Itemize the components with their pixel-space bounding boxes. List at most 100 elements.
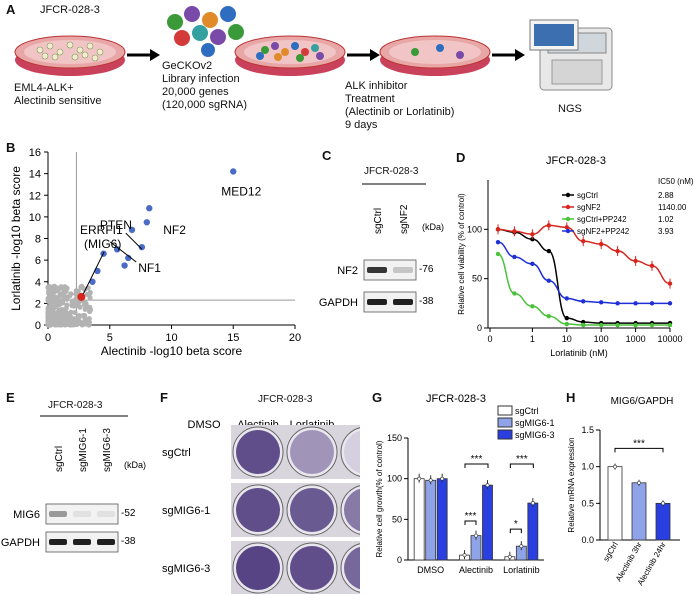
data-point (495, 251, 501, 257)
x-tick-label: 10000 (657, 334, 682, 344)
legend-marker (565, 192, 571, 198)
panel-letter-e: E (6, 390, 15, 405)
virus-cluster (167, 6, 244, 57)
data-point (564, 321, 569, 327)
bar (436, 478, 448, 561)
x-tick-label: 15 (227, 332, 239, 344)
sig-alectinib-low-bracket (464, 520, 477, 525)
background-point (48, 295, 54, 301)
highlighted-point (146, 205, 153, 212)
step2-line2: Library infection (162, 73, 240, 85)
data-point (530, 304, 535, 309)
x-axis-title: Alectinib -log10 beta score (101, 344, 243, 358)
data-point (564, 296, 569, 301)
x-tick-label: 1 (530, 334, 535, 344)
background-point (72, 309, 78, 316)
dish-3 (379, 35, 491, 76)
legend-marker (565, 216, 571, 222)
legend-label: sgMIG6-3 (515, 430, 555, 440)
legend-label: sgCtrl (515, 406, 539, 416)
bar (631, 482, 647, 541)
background-point (45, 284, 51, 291)
lane-label: sgCtrl (54, 446, 65, 472)
colony-stain (290, 488, 334, 532)
background-point (52, 316, 58, 322)
data-point (667, 322, 673, 328)
highlighted-point (143, 219, 150, 226)
plate-grid (231, 425, 360, 594)
well-rim (286, 426, 338, 478)
background-point (63, 305, 69, 311)
blot-frame (363, 291, 417, 313)
label-mig6: (MIG6) (84, 237, 121, 251)
replicate-dot (613, 464, 617, 469)
panel-f-plates: DMSOAlectinibLorlatinibsgCtrlsgMIG6-1sgM… (162, 419, 360, 594)
blot-frame (363, 259, 417, 281)
y-tick-label: 2 (35, 298, 41, 310)
lane-label: sgCtrl (373, 208, 384, 234)
y-axis-title: Relative cell viability (% of control) (457, 193, 466, 315)
highlighted-point (121, 262, 128, 269)
category-label: Lorlatinib (503, 565, 540, 575)
legend-ic50: 1140.00 (658, 203, 687, 212)
background-point (62, 294, 69, 300)
legend-marker (565, 228, 571, 234)
band (49, 511, 67, 517)
highlighted-point (230, 168, 237, 175)
band (73, 539, 91, 545)
sig-lorlatinib-low-bracket (509, 528, 522, 534)
background-point (53, 300, 59, 306)
chart-title: JFCR-028-3 (426, 393, 486, 405)
sig-lorlatinib-high: *** (516, 454, 528, 465)
y-tick-label: 12 (29, 190, 41, 202)
y-tick-label: 100 (467, 224, 482, 234)
bar (413, 478, 425, 561)
background-point (51, 283, 57, 289)
legend-marker (565, 204, 571, 210)
series-line (497, 241, 670, 305)
background-point (47, 315, 53, 322)
chart-title: MIG6/GAPDH (611, 396, 674, 407)
background-points (45, 283, 94, 328)
background-point (58, 291, 64, 297)
step1-line1: EML4-ALK+ (14, 82, 74, 94)
colony-stain (236, 430, 280, 474)
panel-letter-g: G (372, 390, 383, 405)
lane-label: sgMIG6-1 (78, 428, 89, 472)
replicate-dot (530, 501, 535, 505)
data-point (512, 254, 517, 260)
y-tick-label: 100 (387, 474, 402, 484)
data-point (564, 315, 569, 321)
data-point (599, 322, 604, 328)
highlighted-point (113, 246, 121, 253)
data-point (512, 291, 517, 296)
x-tick-label: 5 (107, 332, 113, 344)
mw-label: -52 (121, 508, 136, 519)
y-axis-title: Relative mRNA expression (567, 437, 576, 532)
legend-ic50: 1.02 (658, 215, 674, 224)
panel-e-title: JFCR-028-3 (48, 400, 103, 411)
lane-label: sgNF2 (399, 204, 410, 234)
colony-stain (344, 430, 360, 474)
background-point (45, 322, 51, 328)
x-tick-label: 10 (562, 334, 572, 344)
mig6-leader (82, 251, 105, 295)
panel-a-diagram (14, 6, 613, 91)
x-tick-label: 100 (594, 334, 609, 344)
replicate-dot (462, 553, 467, 558)
y-tick-label: 0 (477, 323, 482, 333)
dish-2 (234, 35, 346, 76)
replicate-dot (417, 476, 422, 481)
x-tick-label: 10 (165, 332, 177, 344)
label-nf2: NF2 (163, 223, 186, 237)
data-point (581, 299, 586, 304)
row-label: sgMIG6-3 (162, 563, 210, 575)
band (393, 299, 413, 305)
step3-line2: Treatment (345, 93, 395, 105)
sequencer-icon (529, 19, 613, 91)
panel-letter-h: H (566, 390, 576, 405)
